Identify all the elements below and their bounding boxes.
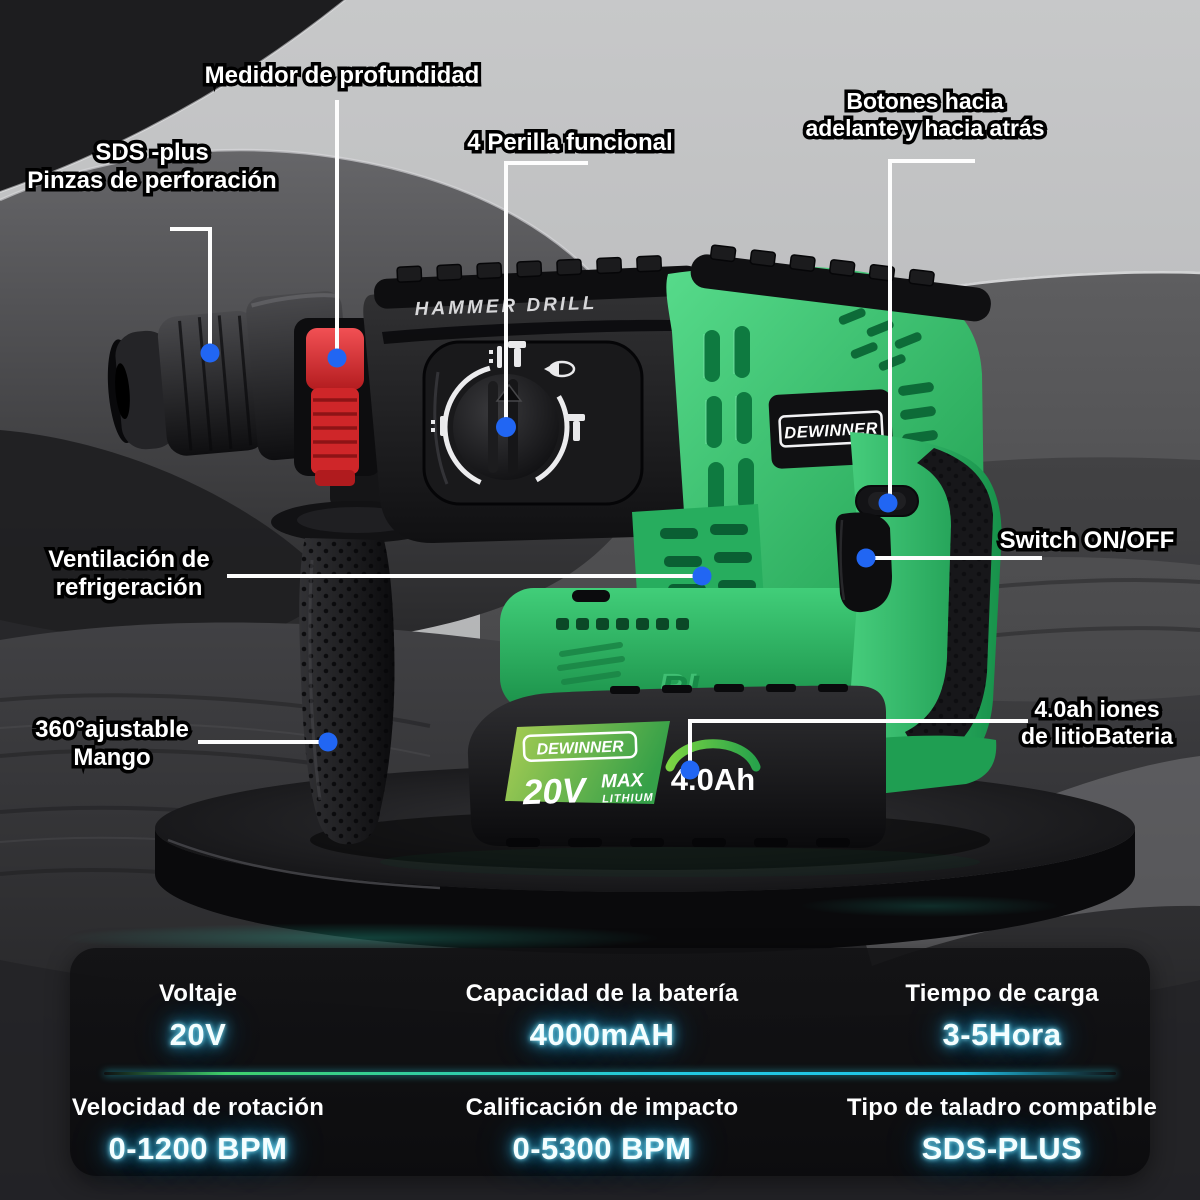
spec-divider [104,1072,1116,1075]
motor-vents [556,618,689,630]
spec-cell-voltage: Voltaje 20V [159,980,237,1053]
spec-label: Voltaje [158,980,238,1007]
battery-max-text: MAX [601,770,645,793]
hammer-drill-mode-icon [489,341,526,368]
callout-label-side-handle: 360°ajustable Mango [32,713,193,775]
callout-dot-battery [680,760,700,780]
shoulder-vents [838,308,922,371]
teal-glow [60,923,660,953]
callout-dot-fwd-rev [878,493,898,513]
knob-pointer [495,383,523,402]
callout-label-depth-gauge: Medidor de profundidad [201,59,483,93]
drill-mode-icon [431,416,445,436]
spec-label: Calificación de impacto [465,1094,739,1121]
battery-brand-text: DEWINNER [536,738,624,758]
callout-label-battery: 4.0ah iones de litioBateria [1017,693,1176,753]
callout-label-cooling-vent: Ventilación de refrigeración [45,543,213,605]
spec-value: 0-1200 BPM [108,1131,288,1166]
spec-cell-battery-capacity: Capacidad de la batería 4000mAH [466,980,739,1053]
battery-pack: DEWINNER 20V MAX LITHIUM 4.0Ah [467,684,886,848]
battery-lithium-text: LITHIUM [602,792,654,806]
spec-panel: Voltaje 20V Capacidad de la batería 4000… [70,948,1157,1176]
callout-label-sds-chuck: SDS -plus Pinzas de perforación [24,136,280,198]
spec-value: 3-5Hora [942,1017,1062,1052]
rotation-stop-mode-icon [544,360,576,378]
callout-line-battery [688,719,1028,770]
callout-line-sds-chuck [170,227,212,353]
callout-dot-sds-chuck [200,343,220,363]
callout-label-switch: Switch ON/OFF [996,524,1178,558]
battery-top-notches [610,684,848,694]
spec-cell-drill-type: Tipo de taladro compatible SDS-PLUS [847,1094,1157,1167]
spec-cell-impact-rating: Calificación de impacto 0-5300 BPM [466,1094,739,1167]
callout-dot-depth-gauge [327,348,347,368]
top-rib-strip [374,255,700,309]
callout-line-function-knob [504,161,588,427]
spec-value: 0-5300 BPM [512,1131,692,1166]
callout-dot-function-knob [496,417,516,437]
battery-voltage-text: 20V [521,771,588,812]
battery-label-panel [505,721,670,804]
callout-dot-cooling-vent [692,566,712,586]
hammer-mode-icon [566,414,585,441]
left-vent-slots [703,326,754,514]
callout-label-fwd-rev: Botones hacia adelante y hacia atrás [802,85,1048,145]
battery-bottom-notches [506,838,850,847]
spec-cell-charge-time: Tiempo de carga 3-5Hora [905,980,1098,1053]
emboss-swoosh [557,642,625,685]
spec-label: Velocidad de rotación [71,1094,325,1121]
spec-value: 20V [169,1017,227,1052]
callout-dot-switch [856,548,876,568]
rear-rib-strip [690,244,991,322]
callout-label-function-knob: 4 Perilla funcional [464,126,676,160]
spec-label: Capacidad de la batería [465,980,739,1007]
spec-label: Tiempo de carga [905,980,1099,1007]
callout-line-fwd-rev [888,159,975,503]
spec-value: 4000mAH [529,1017,675,1052]
callout-dot-side-handle [318,732,338,752]
battery-capacity-arc [665,739,761,772]
spec-value: SDS-PLUS [921,1131,1083,1166]
battery-brand-box: DEWINNER [522,731,638,762]
spec-cell-rotation-speed: Velocidad de rotación 0-1200 BPM [72,1094,324,1167]
rear-handle [827,432,1002,798]
spec-label: Tipo de taladro compatible [846,1094,1158,1121]
